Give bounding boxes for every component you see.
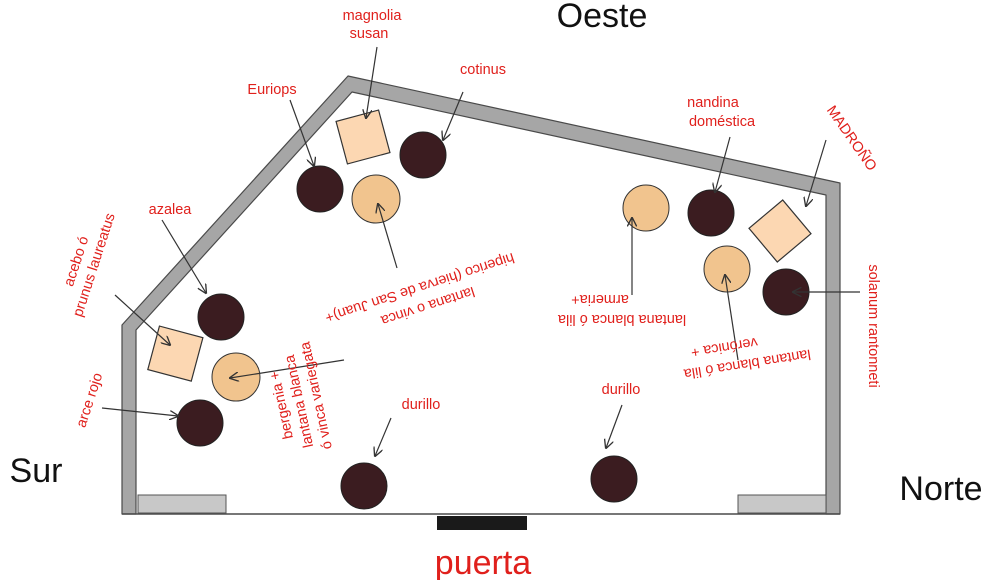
- arce-label: arce rojo: [74, 371, 107, 430]
- veronica-arrow: [725, 275, 739, 361]
- label-arrows: [101, 46, 860, 456]
- durillo-right-symbol: [590, 455, 638, 503]
- hiperico-arrow: [378, 204, 398, 269]
- armeria-symbol: [622, 184, 670, 232]
- madrono-label: MADROÑO: [823, 102, 880, 174]
- arce-symbol: [176, 399, 224, 447]
- door-marker: [437, 516, 527, 530]
- magnolia-arrow: [366, 46, 378, 118]
- acebo-label: acebo ó prunus laureatus: [53, 206, 119, 319]
- bergenia-arrow: [230, 359, 345, 378]
- nandina-arrow: [715, 136, 731, 192]
- durillo-left-arrow: [375, 417, 392, 456]
- cotinus-symbol: [399, 131, 447, 179]
- armeria-label: lantana blanca ó lila armeria+: [554, 291, 686, 327]
- north-label: Norte: [899, 470, 982, 508]
- west-label: Oeste: [557, 0, 648, 35]
- nandina-label: nandina doméstica: [687, 95, 756, 130]
- magnolia-symbol: [335, 109, 391, 165]
- compass-labels: Oeste Sur Norte puerta: [10, 0, 983, 580]
- durillo-right-arrow: [606, 404, 623, 448]
- acebo-arrow: [114, 294, 170, 345]
- durillo-left-symbol: [340, 462, 388, 510]
- euriops-symbol: [296, 165, 344, 213]
- nandina-symbol: [687, 189, 735, 237]
- wall-outline: [121, 75, 841, 515]
- garden-walls: [121, 75, 841, 530]
- arce-arrow: [101, 407, 178, 416]
- durillo-right-label: durillo: [602, 382, 641, 398]
- euriops-label: Euriops: [247, 82, 296, 98]
- bergenia-label: bergenia + lantana blanca ó vinca varieg…: [262, 339, 336, 458]
- veronica-label: lantana blanca ó lila verónica +: [676, 326, 812, 382]
- durillo-left-label: durillo: [402, 397, 441, 413]
- bench-left: [137, 494, 227, 514]
- magnolia-label: magnolia susan: [343, 8, 406, 42]
- south-label: Sur: [10, 452, 63, 490]
- madrono-symbol: [748, 199, 812, 263]
- cotinus-arrow: [443, 91, 464, 140]
- door-label: puerta: [435, 544, 531, 580]
- hiperico-label: lantana o vinca hiperico (hierva de San …: [323, 249, 522, 344]
- madrono-arrow: [806, 139, 827, 206]
- azalea-arrow: [161, 219, 206, 293]
- acebo-symbol: [147, 325, 204, 382]
- azalea-symbol: [197, 293, 245, 341]
- azalea-label: azalea: [149, 202, 193, 218]
- euriops-arrow: [289, 99, 314, 166]
- cotinus-label: cotinus: [460, 62, 506, 78]
- solanum-label: solanum rantonneti: [865, 264, 881, 387]
- bench-right: [737, 494, 827, 514]
- hiperico-symbol: [351, 174, 401, 224]
